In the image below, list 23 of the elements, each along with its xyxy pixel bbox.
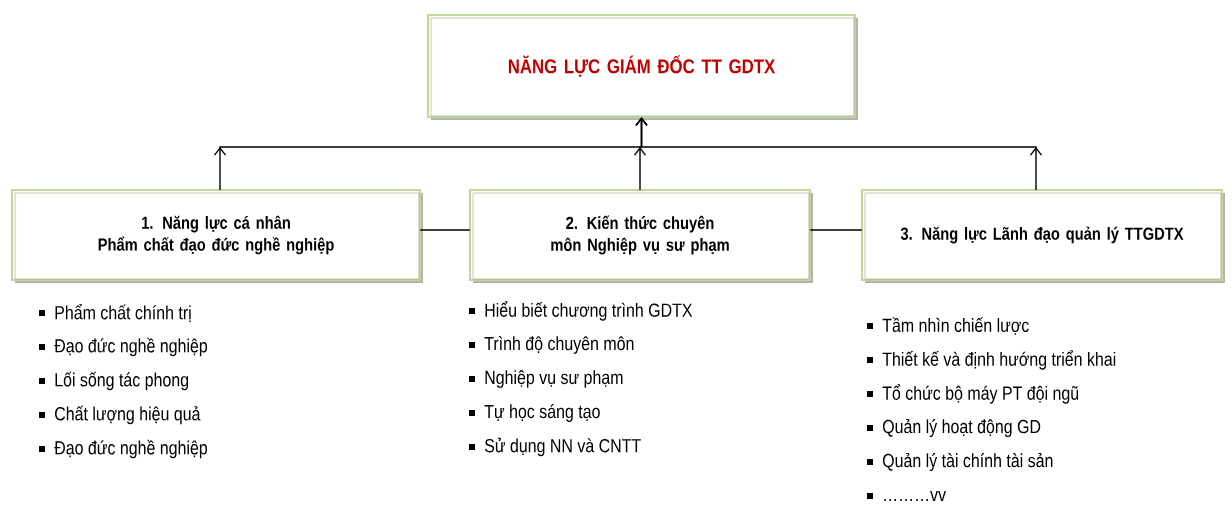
category-box: 1. Năng lực cá nhân Phẩm chất đạo đức nghề nghiệp: [10, 188, 423, 283]
bullet-item: Quản lý hoạt động GD: [867, 418, 1041, 438]
bullet-item: Đạo đức nghề nghiệp: [39, 439, 208, 459]
bullet-item: Nghiệp vụ sư phạm: [469, 370, 623, 388]
title-box: NĂNG LỰC GIÁM ĐỐC TT GDTX: [426, 13, 858, 120]
bullet-item: Trình độ chuyên môn: [469, 336, 634, 354]
bullet-item: Tầm nhìn chiến lược: [867, 317, 1029, 335]
connector-line: [419, 229, 471, 231]
bullet-item: ………vv: [867, 490, 946, 501]
bullet-item: Quản lý tài chính tài sản: [867, 452, 1053, 472]
bullet-item: Phẩm chất chính trị: [39, 303, 191, 323]
bullet-item: Lối sống tác phong: [39, 371, 189, 391]
connector-line: [809, 229, 863, 231]
bullet-item: Hiểu biết chương trình GDTX: [469, 301, 693, 321]
bullet-item: Tự học sáng tạo: [469, 404, 600, 422]
category-box: 2. Kiến thức chuyên môn Nghiệp vụ sư phạm: [468, 188, 813, 283]
arrow: [635, 117, 1043, 191]
bullet-item: Thiết kế và định hướng triển khai: [867, 350, 1116, 370]
bullet-item: Đạo đức nghề nghiệp: [39, 337, 208, 357]
bullet-item: Tổ chức bộ máy PT đội ngũ: [867, 384, 1079, 404]
bullet-item: Sử dụng NN và CNTT: [469, 437, 641, 457]
bullet-item: Chất lượng hiệu quả: [39, 405, 201, 425]
category-box: 3. Năng lực Lãnh đạo quản lý TTGDTX: [860, 188, 1225, 283]
